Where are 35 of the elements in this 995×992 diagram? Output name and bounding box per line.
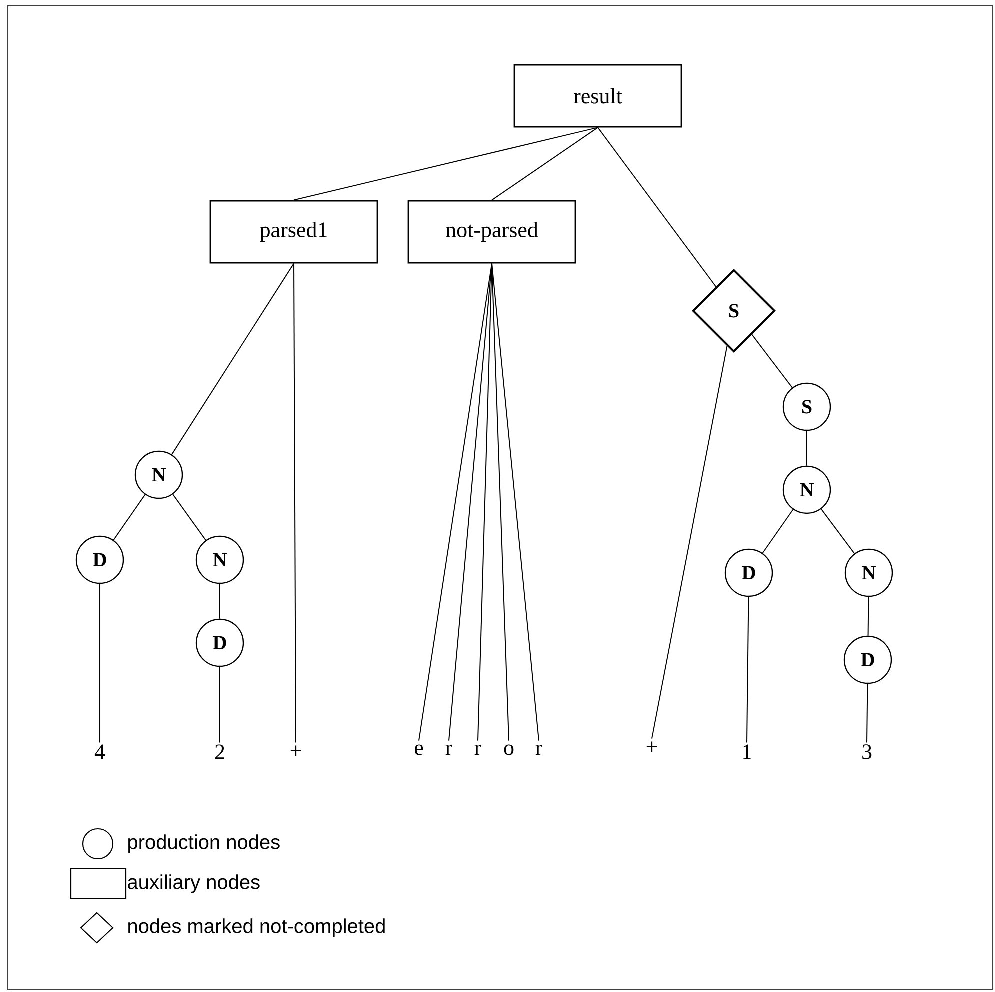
tree-line	[752, 334, 793, 388]
auxiliary-node-box: parsed1	[210, 200, 378, 264]
leaf-token: 2	[215, 744, 224, 760]
leaf-token: r	[536, 744, 542, 756]
tree-line	[820, 508, 856, 554]
tree-line	[294, 127, 598, 201]
auxiliary-node-box: result	[514, 64, 682, 128]
leaf-token: +	[646, 742, 658, 752]
tree-line	[294, 263, 296, 744]
leaf-token: r	[474, 744, 482, 756]
leaf-token: 1	[743, 744, 752, 760]
legend-label: auxiliary nodes	[128, 874, 260, 894]
leaf-token: e	[415, 744, 424, 756]
tree-line	[762, 509, 794, 554]
tree-line	[418, 263, 492, 742]
auxiliary-node-box: not-parsed	[408, 200, 576, 264]
tree-line	[746, 596, 750, 744]
tree-line	[866, 684, 868, 744]
tree-line	[868, 596, 870, 636]
leaf-token: 4	[94, 744, 106, 760]
tree-line	[652, 346, 728, 740]
leaf-token: +	[290, 746, 302, 756]
leaf-token: r	[446, 744, 452, 756]
tree-line	[806, 430, 808, 466]
tree-line	[171, 263, 294, 456]
legend-label: production nodes	[128, 834, 280, 854]
legend-label: nodes marked not-completed	[128, 918, 385, 938]
leaf-token: o	[504, 744, 514, 756]
tree-line	[172, 494, 206, 541]
tree-line	[492, 263, 540, 742]
tree-line	[113, 494, 146, 541]
leaf-token: 3	[862, 744, 872, 760]
tree-line	[492, 127, 598, 201]
tree-line	[492, 263, 510, 742]
tree-line	[598, 127, 717, 288]
